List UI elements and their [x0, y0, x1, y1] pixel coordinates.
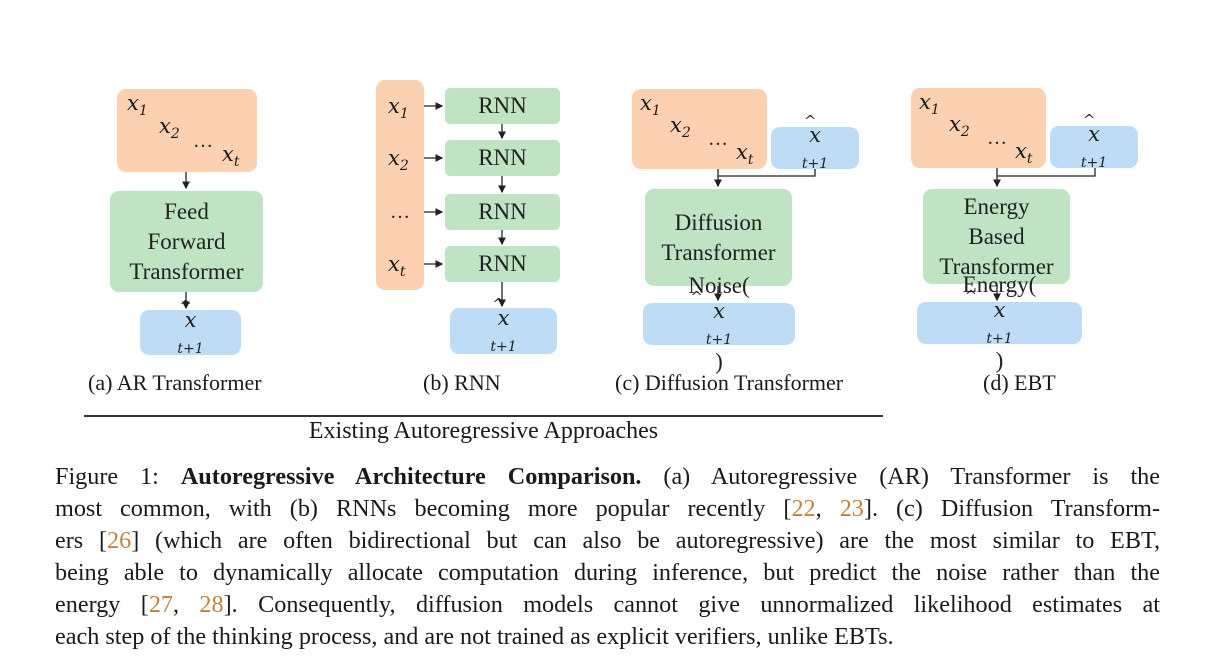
panel-a-model-box: Feed Forward Transformer	[110, 191, 263, 292]
panel-c-candidate-box: xt+1	[771, 114, 859, 171]
model-line: Transformer	[661, 239, 776, 265]
input-ellipsis: …	[390, 201, 411, 223]
caption-line: energy [27, 28]. Consequently, diffusion…	[55, 589, 1160, 621]
output-xhat: xt+1	[490, 297, 516, 354]
caption-line: being able to dynamically allocate compu…	[55, 557, 1160, 589]
candidate-xhat: xt+1	[802, 114, 828, 171]
panel-a-label: (a) AR Transformer	[88, 370, 262, 395]
input-x1: x1	[127, 91, 148, 119]
input-xt: xt	[222, 142, 240, 170]
caption-line: Figure 1: Autoregressive Architecture Co…	[55, 461, 1160, 493]
caption-text: ,	[173, 591, 200, 618]
model-line: Transformer	[939, 253, 1054, 279]
input-ellipsis: …	[193, 130, 214, 152]
citation-link[interactable]: 26	[107, 527, 132, 554]
arrow-c-merge	[718, 168, 816, 177]
arrow-d-merge	[997, 168, 1096, 177]
citation-link[interactable]: 27	[148, 591, 173, 618]
panel-d-input-box: x1 x2 … xt	[911, 88, 1046, 168]
model-line: Forward	[147, 228, 226, 254]
caption-line: ers [26] (which are often bidirectional …	[55, 525, 1160, 557]
model-line: Transformer	[129, 258, 244, 284]
panel-c-label: (c) Diffusion Transformer	[615, 370, 844, 395]
caption-line: most common, with (b) RNNs becoming more…	[55, 493, 1160, 525]
citation-link[interactable]: 23	[839, 495, 864, 522]
rnn-cell: RNN	[445, 246, 560, 282]
caption-text: (a) Autoregressive (AR) Transformer is t…	[641, 463, 1160, 490]
input-x1: x1	[640, 91, 661, 119]
input-x2: x2	[388, 146, 409, 174]
input-x2: x2	[670, 113, 691, 141]
input-x1: x1	[388, 94, 409, 122]
figure-caption: Figure 1: Autoregressive Architecture Co…	[55, 461, 1160, 653]
input-xt: xt	[736, 140, 754, 168]
panel-a-input-box: x1 x2 … xt	[117, 89, 257, 172]
panel-b-input-column	[376, 80, 424, 290]
caption-text: ers [	[55, 527, 107, 554]
panel-d-candidate-box: xt+1	[1050, 113, 1138, 170]
caption-line: each step of the thinking process, and a…	[55, 621, 1160, 653]
panel-d-output-box: Energy(xt+1)	[917, 272, 1082, 373]
model-line: Based	[968, 223, 1025, 249]
rnn-cell: RNN	[445, 88, 560, 124]
caption-text: ,	[815, 495, 840, 522]
input-x1: x1	[919, 90, 940, 118]
panel-d-model-box: Energy Based Transformer	[923, 189, 1070, 284]
caption-prefix: Figure 1:	[55, 463, 181, 490]
panel-c-output-box: Noise(xt+1)	[643, 273, 795, 374]
caption-text: each step of the thinking process, and a…	[55, 623, 894, 650]
panel-b-label: (b) RNN	[423, 370, 501, 395]
caption-text: being able to dynamically allocate compu…	[55, 559, 1160, 586]
rnn-cell: RNN	[445, 140, 560, 176]
model-line: Diffusion	[674, 209, 763, 235]
caption-text: ]. Consequently, diffusion models cannot…	[223, 591, 1160, 618]
citation-link[interactable]: 28	[199, 591, 224, 618]
output-energy: Energy(xt+1)	[963, 270, 1037, 376]
candidate-xhat: xt+1	[1081, 113, 1107, 170]
group-label: Existing Autoregressive Approaches	[308, 418, 659, 444]
panel-d-label: (d) EBT	[983, 370, 1056, 395]
input-xt: xt	[388, 252, 406, 280]
group-divider	[84, 415, 883, 417]
output-noise: Noise(xt+1)	[688, 271, 749, 377]
input-ellipsis: …	[708, 128, 729, 150]
panel-a-output-box: xt+1	[140, 299, 241, 356]
caption-title: Autoregressive Architecture Comparison.	[180, 463, 642, 490]
caption-text: most common, with (b) RNNs becoming more…	[55, 495, 792, 522]
caption-text: ] (which are often bidirectional but can…	[131, 527, 1160, 554]
model-line: Feed	[164, 198, 209, 224]
model-line: Energy	[963, 193, 1030, 219]
caption-text: energy [	[55, 591, 149, 618]
caption-text: ]. (c) Diffusion Transform-	[863, 495, 1161, 522]
panel-c-model-box: Diffusion Transformer	[645, 189, 792, 286]
panel-b-output-box: xt+1	[450, 297, 557, 354]
input-x2: x2	[159, 114, 180, 142]
input-ellipsis: …	[987, 127, 1008, 149]
input-x2: x2	[949, 112, 970, 140]
rnn-cell: RNN	[445, 194, 560, 230]
panel-c-input-box: x1 x2 … xt	[632, 89, 767, 169]
citation-link[interactable]: 22	[791, 495, 816, 522]
input-xt: xt	[1015, 139, 1033, 167]
output-xhat: xt+1	[177, 299, 203, 356]
